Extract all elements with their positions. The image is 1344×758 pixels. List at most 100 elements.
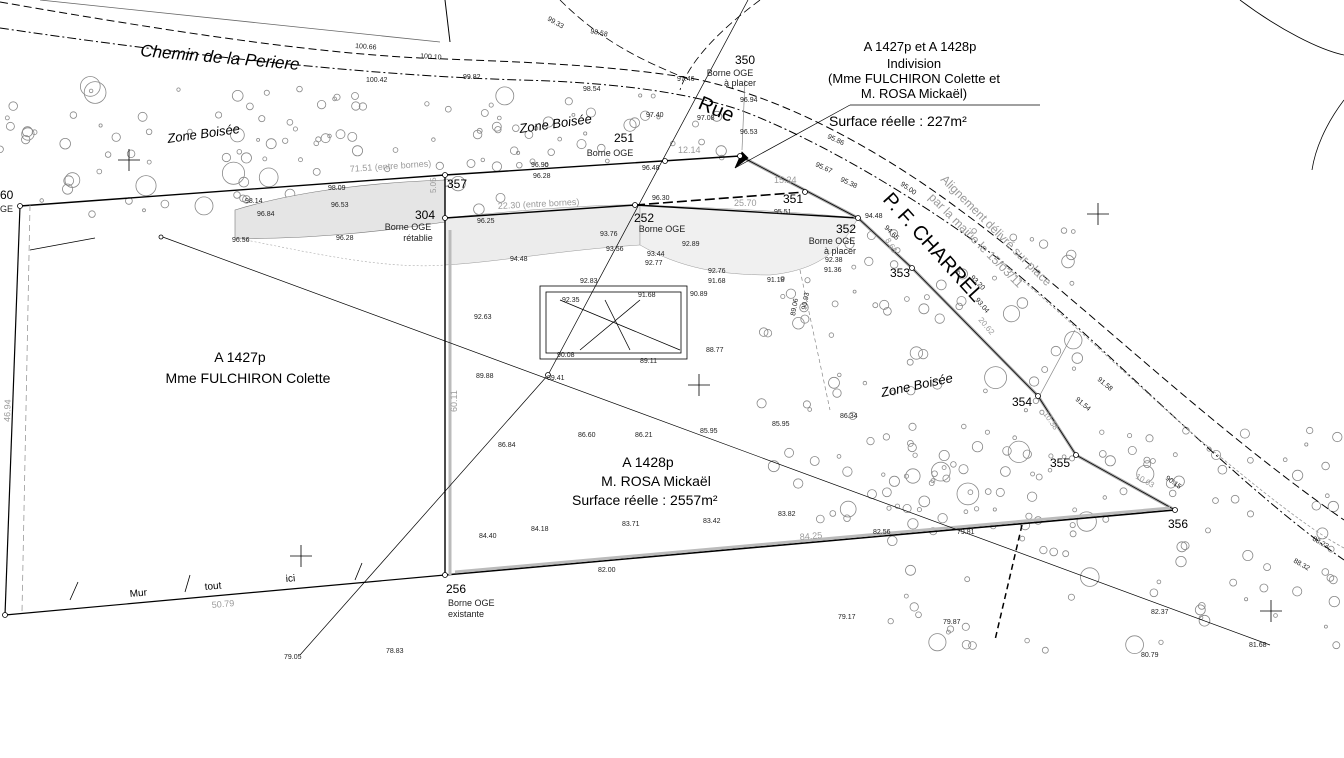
tree-symbol	[930, 478, 936, 484]
tree-symbol	[1158, 639, 1164, 645]
elev-e57: 84.18	[531, 526, 549, 533]
tree-symbol	[126, 149, 136, 158]
elev-e62: 79.81	[957, 529, 975, 536]
tree-symbol	[1321, 461, 1330, 471]
tree-symbol	[286, 119, 294, 126]
tree-symbol	[435, 161, 444, 170]
tree-symbol	[1145, 434, 1154, 443]
tree-symbol	[1064, 331, 1083, 350]
tree-symbol	[804, 277, 811, 284]
tree-symbol	[1032, 397, 1040, 404]
borne-252-label: Borne OGE	[639, 224, 686, 234]
tree-symbol	[604, 158, 610, 164]
tree-symbol	[907, 439, 914, 447]
elev-e5: 96.94	[740, 97, 758, 104]
tree-symbol	[992, 275, 997, 281]
tree-symbol	[956, 296, 967, 307]
tree-symbol	[1069, 455, 1076, 462]
tree-symbol	[466, 159, 476, 168]
elev-e37: 94.48	[510, 256, 528, 263]
elev-e68: 80.79	[1141, 652, 1159, 659]
tree-symbol	[852, 289, 857, 294]
tree-symbol	[542, 116, 554, 128]
tree-symbol	[63, 175, 74, 187]
elev-e39: 92.35	[562, 297, 580, 304]
tree-symbol	[262, 156, 268, 162]
point-355: 355	[1050, 456, 1070, 470]
tree-symbol	[529, 158, 536, 165]
tree-symbol	[98, 123, 103, 128]
tree-symbol	[1050, 345, 1062, 357]
tree-symbol	[848, 411, 857, 420]
survey-lines	[159, 0, 1271, 656]
tree-symbol	[1009, 233, 1018, 242]
elev-e40: 91.68	[638, 292, 656, 299]
survey-point	[632, 202, 638, 208]
dim-d13: 46.94	[2, 399, 13, 422]
tree-symbol	[1012, 435, 1017, 441]
tree-symbol	[1229, 578, 1238, 587]
elev-e14: 96.28	[533, 173, 551, 180]
house-footprint	[539, 285, 688, 360]
survey-point	[662, 158, 668, 164]
point-252: 252	[634, 211, 654, 225]
elev-e28: 93.56	[606, 246, 624, 253]
tree-symbol	[332, 96, 337, 102]
borne-352-label-a: Borne OGE	[809, 236, 856, 246]
tree-symbol	[1039, 239, 1049, 249]
point-356: 356	[1168, 517, 1188, 531]
borne-304-label-a: Borne OGE	[385, 222, 432, 232]
tree-symbol	[905, 564, 916, 576]
elev-e29: 92.89	[682, 241, 700, 248]
tree-symbol	[1150, 458, 1156, 464]
elev-e42: 92.63	[474, 314, 492, 321]
tree-symbol	[1212, 497, 1219, 504]
tree-symbol	[1027, 491, 1038, 502]
tree-symbol	[557, 136, 562, 142]
tree-symbol	[984, 429, 990, 435]
tree-symbol	[96, 168, 103, 175]
tree-symbol	[1244, 597, 1249, 602]
tree-symbol	[1143, 456, 1151, 464]
dim-d5: 25.70	[734, 198, 757, 208]
elev-e2: 99.82	[463, 74, 481, 81]
tree-symbol	[864, 256, 874, 266]
dim-d4: 15.24	[774, 175, 797, 185]
tree-symbol	[958, 464, 969, 475]
point-256: 256	[446, 582, 466, 596]
tree-symbol	[176, 87, 181, 92]
tree-symbol	[236, 149, 242, 155]
borne-251-label: Borne OGE	[587, 148, 634, 158]
parcel-1428-surface: Surface réelle : 2557m²	[572, 492, 718, 508]
tree-symbol	[111, 132, 121, 142]
tree-symbol	[907, 518, 919, 530]
tree-symbol	[88, 210, 96, 218]
elev-e31: 92.77	[645, 260, 663, 267]
tree-symbol	[1149, 588, 1159, 598]
tree-symbol	[968, 641, 977, 650]
tree-symbol	[1156, 579, 1162, 585]
tree-symbol	[906, 386, 916, 396]
tree-symbol	[1311, 501, 1322, 511]
point-352: 352	[836, 222, 856, 236]
tree-symbol	[889, 229, 899, 238]
tree-symbol	[802, 400, 811, 409]
dim-d3: 12.14	[678, 145, 701, 155]
tree-symbol	[576, 139, 587, 150]
tree-symbol	[1039, 409, 1045, 415]
point-350: 350	[735, 53, 755, 67]
elev-e38: 92.83	[580, 278, 598, 285]
tree-symbol	[961, 423, 967, 430]
tree-symbol	[1328, 595, 1340, 608]
tree-symbol	[533, 125, 539, 131]
tree-symbol	[424, 101, 430, 107]
borne-256-label-b: existante	[448, 609, 484, 619]
tree-symbol	[358, 102, 367, 111]
tree-symbol	[784, 447, 794, 458]
elev-e18: 96.84	[257, 211, 275, 218]
tree-symbol	[918, 303, 930, 315]
indivision-line4: M. ROSA Mickaël)	[861, 86, 967, 101]
tree-symbol	[872, 302, 879, 309]
tree-symbol	[711, 110, 723, 122]
